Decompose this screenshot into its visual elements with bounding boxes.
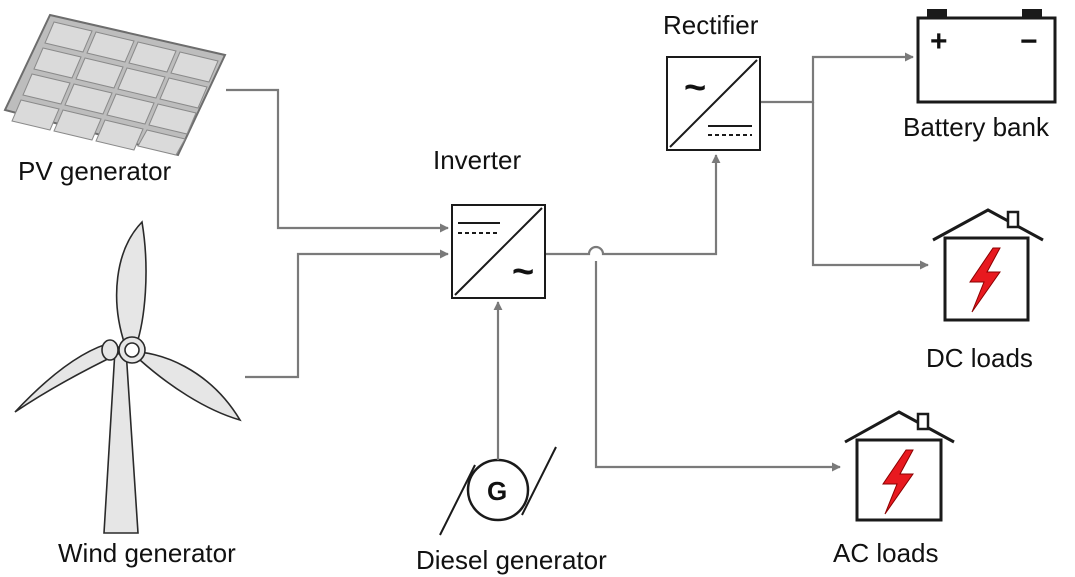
battery-plus: +	[930, 25, 948, 58]
battery-minus: −	[1020, 25, 1038, 58]
inverter-box: ~	[451, 204, 546, 299]
wind-turbine-icon	[14, 220, 242, 534]
rectifier-box: ~	[666, 56, 761, 151]
diesel-generator-icon: G	[439, 446, 557, 536]
connections	[226, 52, 929, 472]
rectifier-label: Rectifier	[663, 10, 759, 40]
dc-loads-house-icon	[932, 208, 1044, 322]
ac-loads-label: AC loads	[833, 538, 939, 568]
dc-lightning-icon	[969, 247, 1001, 313]
inverter-ac-symbol: ~	[512, 251, 534, 293]
inverter-label: Inverter	[433, 145, 522, 175]
battery-icon: + −	[916, 9, 1057, 104]
ac-lightning-icon	[882, 449, 914, 515]
diesel-generator-label: Diesel generator	[416, 545, 607, 575]
rectifier-ac-symbol: ~	[684, 67, 706, 109]
pv-generator-label: PV generator	[18, 156, 172, 186]
wind-generator-label: Wind generator	[58, 538, 236, 568]
generator-letter: G	[487, 476, 507, 506]
pv-panel-icon	[3, 13, 227, 157]
battery-bank-label: Battery bank	[903, 112, 1049, 142]
ac-loads-house-icon	[844, 410, 955, 522]
dc-loads-label: DC loads	[926, 343, 1033, 373]
